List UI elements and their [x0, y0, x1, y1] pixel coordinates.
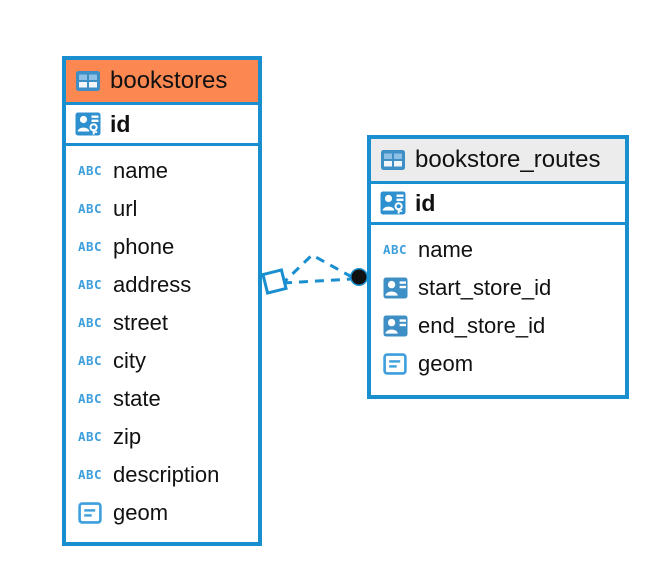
entity-title: bookstores	[110, 67, 228, 94]
text-type-icon: ABC	[77, 466, 103, 482]
field-label: end_store_id	[418, 313, 546, 338]
field-label: phone	[113, 234, 175, 259]
text-type-icon: ABC	[382, 241, 408, 257]
field-label: description	[113, 462, 220, 487]
field-label: name	[113, 158, 169, 183]
entity-header-bookstores[interactable]: bookstores	[66, 60, 258, 102]
field-list-bookstore-routes: ABC name start_store_id	[371, 225, 625, 389]
entity-title: bookstore_routes	[415, 146, 601, 173]
field-label: start_store_id	[418, 275, 552, 300]
text-type-icon: ABC	[77, 390, 103, 406]
text-type-icon: ABC	[77, 238, 103, 254]
field-row-start-store-id[interactable]: start_store_id	[380, 269, 616, 307]
field-row-street[interactable]: ABC street	[75, 304, 249, 342]
primary-key-icon	[380, 191, 406, 215]
field-row-address[interactable]: ABC address	[75, 266, 249, 304]
table-icon	[380, 149, 406, 171]
text-type-icon: ABC	[77, 428, 103, 444]
entity-header-bookstore-routes[interactable]: bookstore_routes	[371, 139, 625, 181]
field-row-end-store-id[interactable]: end_store_id	[380, 307, 616, 345]
field-label: name	[418, 237, 474, 262]
foreign-key-icon	[380, 315, 410, 337]
field-row-name[interactable]: ABC name	[75, 152, 249, 190]
field-label: state	[113, 386, 161, 411]
primary-key-icon	[75, 112, 101, 136]
field-label: zip	[113, 424, 142, 449]
relationship-line-lower	[282, 277, 353, 285]
field-row-phone[interactable]: ABC phone	[75, 228, 249, 266]
field-label: address	[113, 272, 192, 297]
geometry-type-icon	[75, 502, 105, 524]
field-row-description[interactable]: ABC description	[75, 456, 249, 494]
entity-bookstores[interactable]: bookstores id ABC name	[62, 56, 262, 546]
text-type-icon: ABC	[77, 352, 103, 368]
text-type-icon: ABC	[77, 200, 103, 216]
field-label: city	[113, 348, 146, 373]
field-row-id[interactable]: id	[371, 181, 625, 225]
field-row-zip[interactable]: ABC zip	[75, 418, 249, 456]
text-type-icon: ABC	[77, 314, 103, 330]
geometry-type-icon	[380, 353, 410, 375]
diamond-marker	[261, 268, 288, 295]
field-label: url	[113, 196, 138, 221]
field-row-url[interactable]: ABC url	[75, 190, 249, 228]
field-label: id	[110, 110, 131, 137]
field-row-geom[interactable]: geom	[380, 345, 616, 383]
entity-bookstore-routes[interactable]: bookstore_routes id ABC name	[367, 135, 629, 399]
field-row-geom[interactable]: geom	[75, 494, 249, 532]
field-row-city[interactable]: ABC city	[75, 342, 249, 380]
field-label: id	[415, 189, 436, 216]
field-row-state[interactable]: ABC state	[75, 380, 249, 418]
field-row-name[interactable]: ABC name	[380, 231, 616, 269]
field-row-id[interactable]: id	[66, 102, 258, 146]
foreign-key-icon	[380, 277, 410, 299]
filled-circle-marker	[351, 269, 367, 285]
field-label: geom	[113, 500, 169, 525]
field-label: street	[113, 310, 169, 335]
text-type-icon: ABC	[77, 276, 103, 292]
text-type-icon: ABC	[77, 162, 103, 178]
field-label: geom	[418, 351, 474, 376]
table-icon	[75, 70, 101, 92]
field-list-bookstores: ABC name ABC url ABC phone ABC address A…	[66, 146, 258, 538]
